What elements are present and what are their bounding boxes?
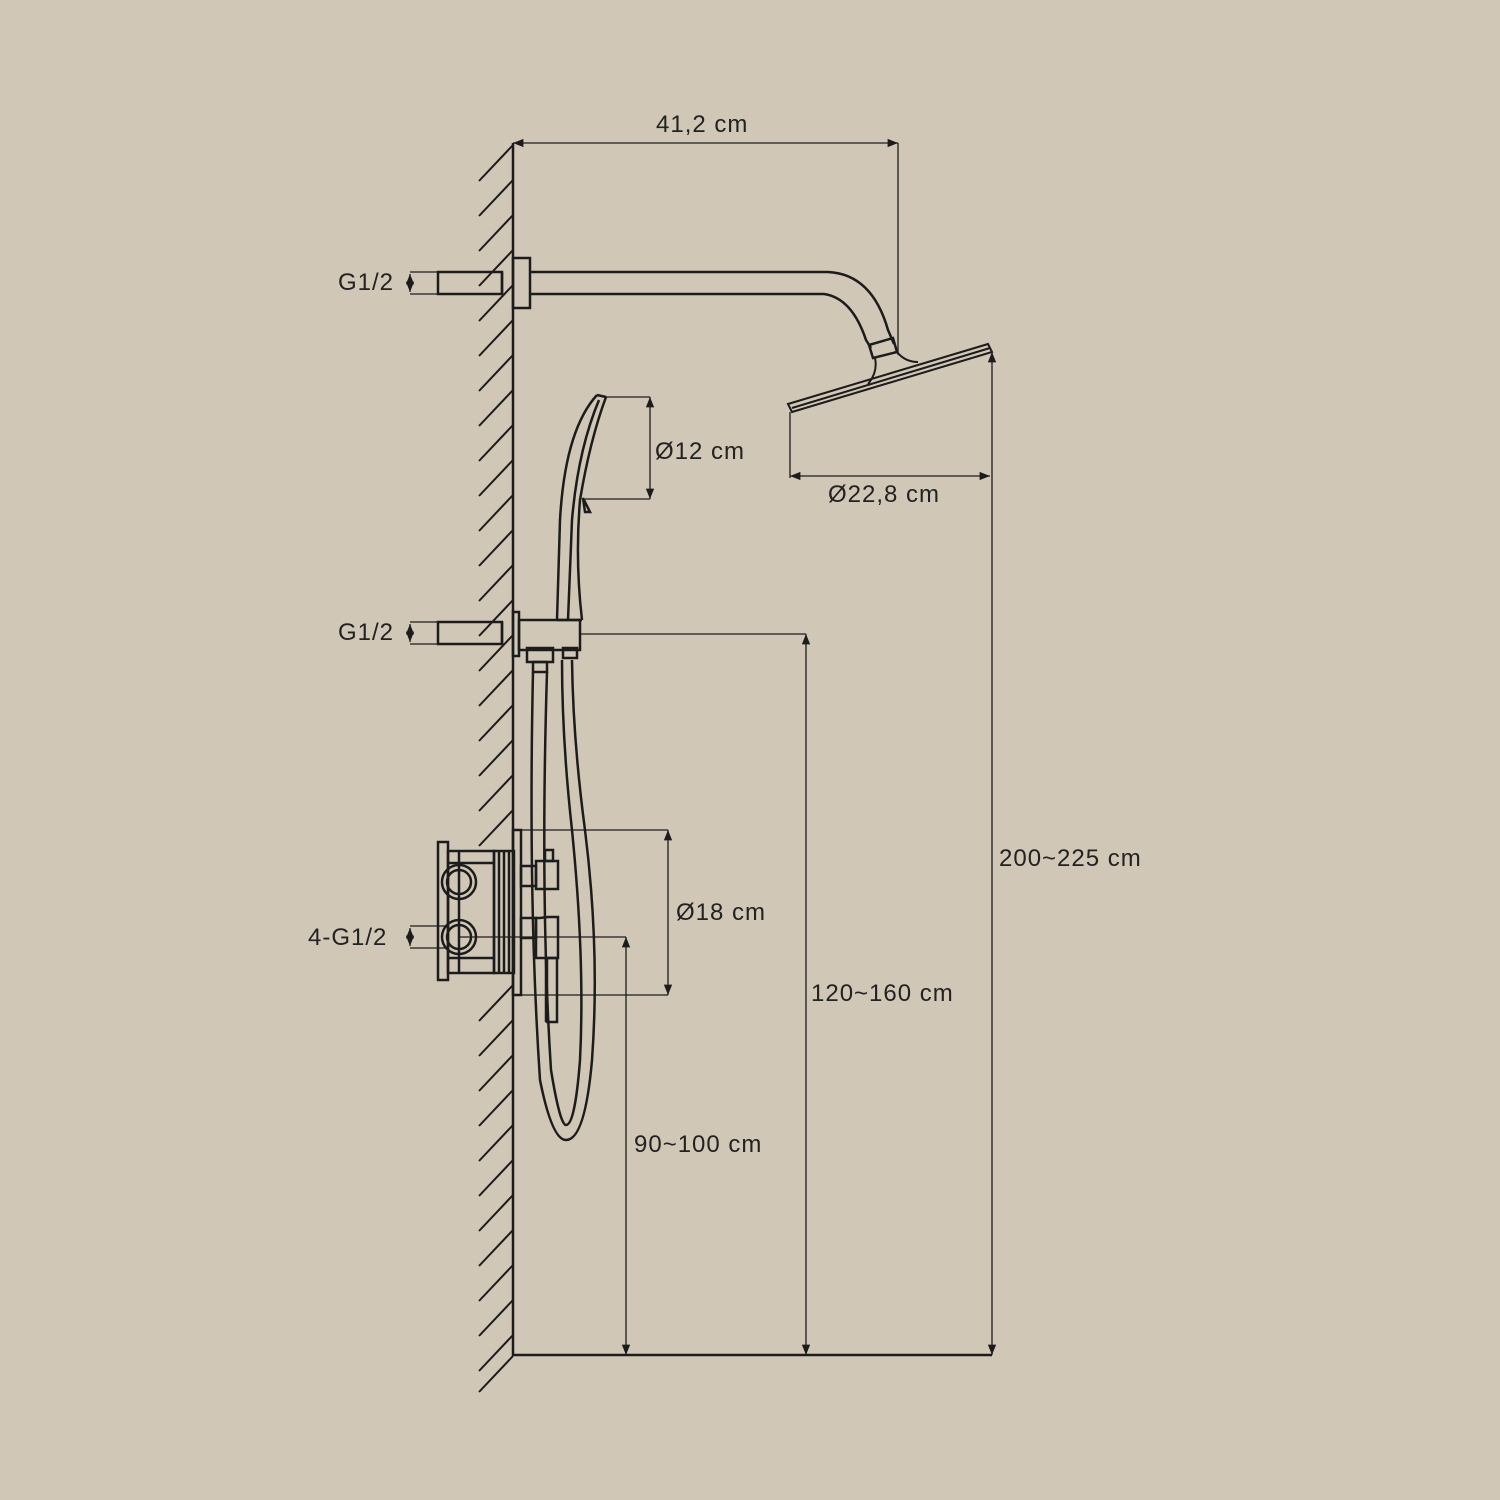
hand-shower-diameter-label: Ø12 cm — [655, 438, 745, 465]
hand-shower — [555, 393, 608, 622]
mixer-height-label: 90~100 cm — [634, 1131, 762, 1158]
rain-head-diameter-label: Ø22,8 cm — [828, 481, 940, 508]
mixer-plate-and-handles — [511, 828, 560, 1024]
wall-outlet-thread-label: G1/2 — [338, 619, 394, 646]
shower-arm — [436, 256, 899, 360]
top-arm-thread-label: G1/2 — [338, 269, 394, 296]
dimension-lines — [405, 138, 997, 1355]
mixer-box-thread-label: 4-G1/2 — [308, 924, 387, 951]
wall — [478, 143, 515, 1393]
rain-head-height-label: 200~225 cm — [999, 845, 1142, 872]
wall-outlet-holder — [436, 610, 582, 674]
mixer-valve-box — [436, 840, 516, 982]
wall-hatching — [478, 144, 514, 1393]
hand-outlet-height-label: 120~160 cm — [811, 980, 954, 1007]
shower-hose — [530, 659, 597, 1142]
mixer-plate-diameter-label: Ø18 cm — [676, 899, 766, 926]
arm-projection-label: 41,2 cm — [656, 111, 748, 138]
